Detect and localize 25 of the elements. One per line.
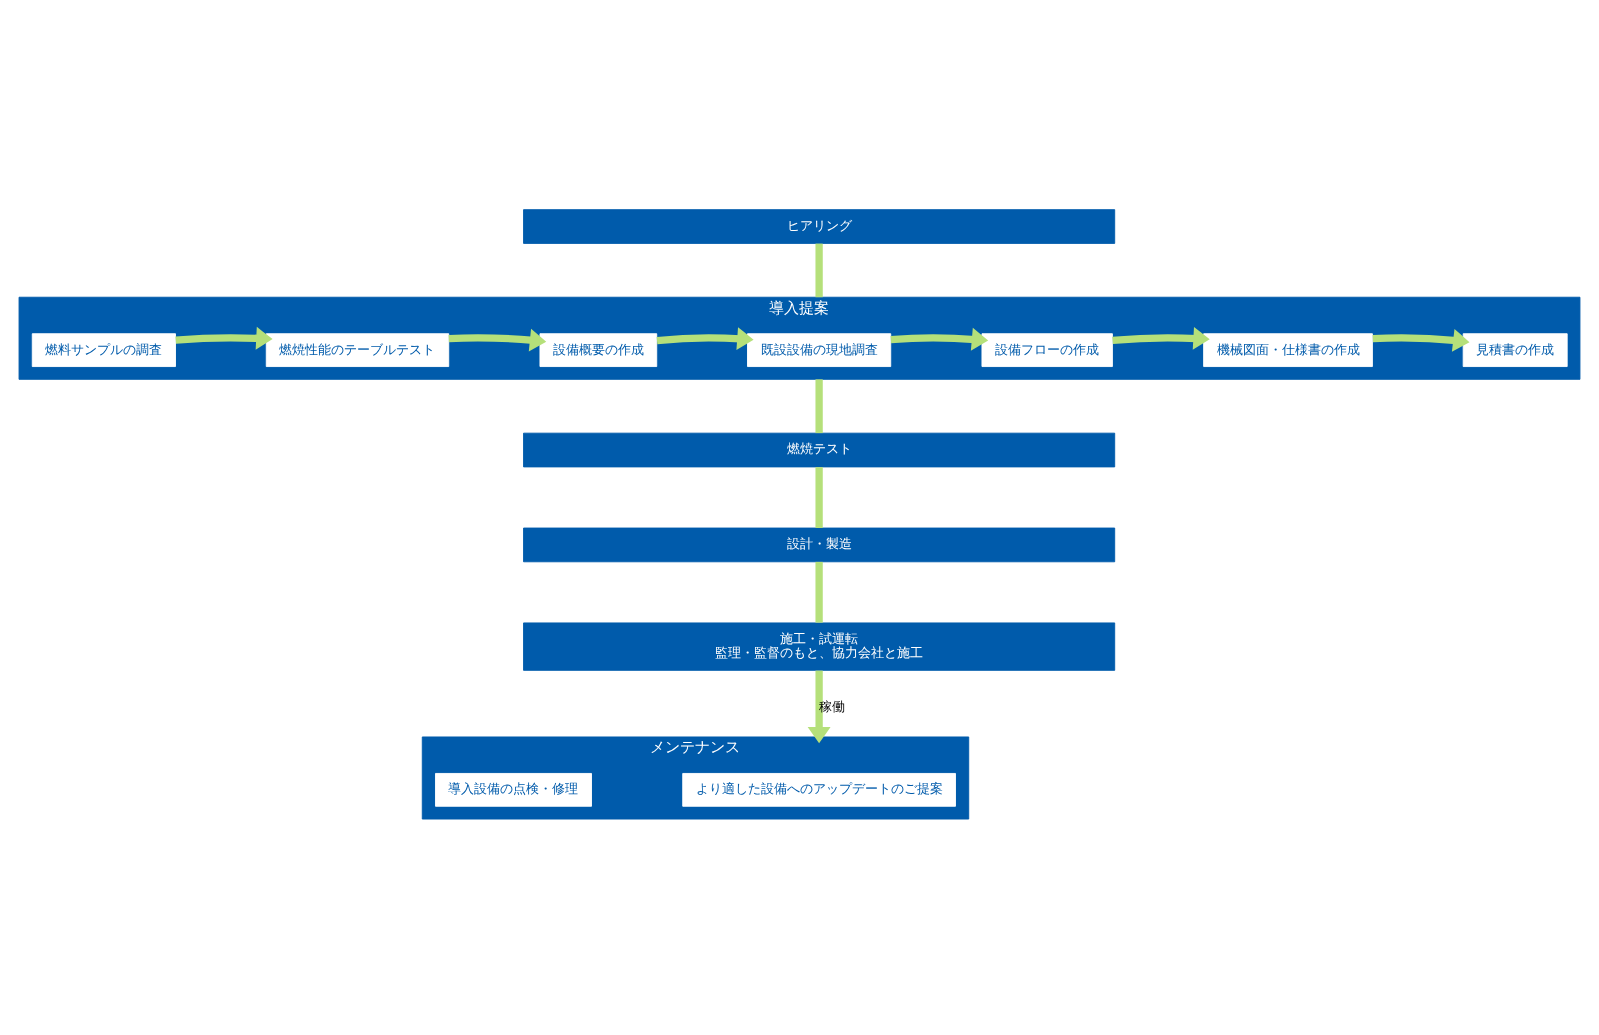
node-box: 燃焼性能のテーブルテスト: [265, 332, 450, 367]
arrow: [175, 326, 273, 350]
node-box: 設計・製造: [523, 527, 1116, 562]
arrow: [1372, 328, 1470, 352]
node-box: 既設設備の現地調査: [747, 332, 892, 367]
arrow: [656, 326, 754, 350]
node-box: 導入設備の点検・修理: [435, 772, 592, 807]
node-box: ヒアリング: [523, 208, 1116, 244]
node-box: 機械図面・仕様書の作成: [1203, 332, 1373, 367]
node-box: より適した設備へのアップデートのご提案: [682, 772, 956, 807]
node-box: 設備フローの作成: [981, 332, 1113, 367]
arrow: [1112, 326, 1210, 350]
node-box: 設備概要の作成: [539, 332, 658, 367]
connector: [815, 378, 823, 433]
arrow: [890, 327, 989, 351]
connector: [815, 243, 823, 297]
node-box: 施工・試運転 監理・監督のもと、協力会社と施工: [523, 621, 1116, 671]
arrow: [807, 670, 831, 743]
edge-label: 稼働: [819, 698, 846, 714]
arrow: [448, 328, 547, 351]
connector: [815, 561, 823, 623]
node-box: 燃焼テスト: [523, 432, 1116, 467]
connector: [815, 466, 823, 528]
node-box: 燃料サンプルの調査: [31, 332, 176, 367]
node-box: 見積書の作成: [1462, 332, 1568, 367]
